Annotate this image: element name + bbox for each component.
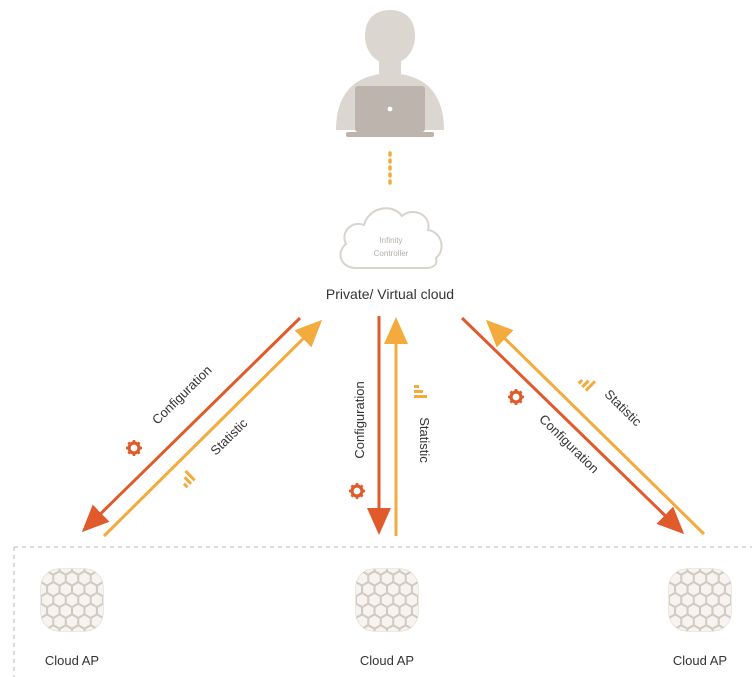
configuration-arrow-right [460, 316, 685, 535]
statistic-arrow-left [102, 319, 323, 538]
access-point-label: Cloud AP [673, 653, 727, 668]
statistic-label-center: Statistic [417, 417, 432, 463]
access-point-icon [355, 568, 419, 632]
access-point-area [13, 546, 752, 677]
configuration-label-center: Configuration [352, 381, 367, 458]
access-point-icon [668, 568, 732, 632]
gear-icon [349, 483, 365, 499]
gear-icon [126, 440, 142, 456]
statistic-label-left: Statistic [207, 415, 250, 458]
signal-bars-icon [577, 378, 596, 392]
configuration-arrow-left [81, 316, 302, 533]
access-point-icon [40, 568, 104, 632]
controller-name-line2: Controller [374, 249, 409, 258]
cloud-caption: Private/ Virtual cloud [326, 286, 454, 302]
signal-bars-icon [414, 385, 427, 398]
user-laptop-icon [336, 10, 444, 137]
statistic-arrow-right [485, 319, 706, 536]
link-right: Configuration Statistic [460, 316, 706, 536]
access-point-label: Cloud AP [360, 653, 414, 668]
gear-icon [508, 389, 524, 405]
signal-bars-icon [182, 469, 196, 489]
statistic-label-right: Statistic [602, 386, 645, 429]
access-point-label: Cloud AP [45, 653, 99, 668]
controller-name-line1: Infinity [379, 236, 402, 245]
cloud-icon [339, 207, 443, 269]
link-center: Configuration Statistic [349, 316, 432, 536]
configuration-label-left: Configuration [149, 362, 215, 427]
link-left: Configuration Statistic [81, 316, 323, 538]
